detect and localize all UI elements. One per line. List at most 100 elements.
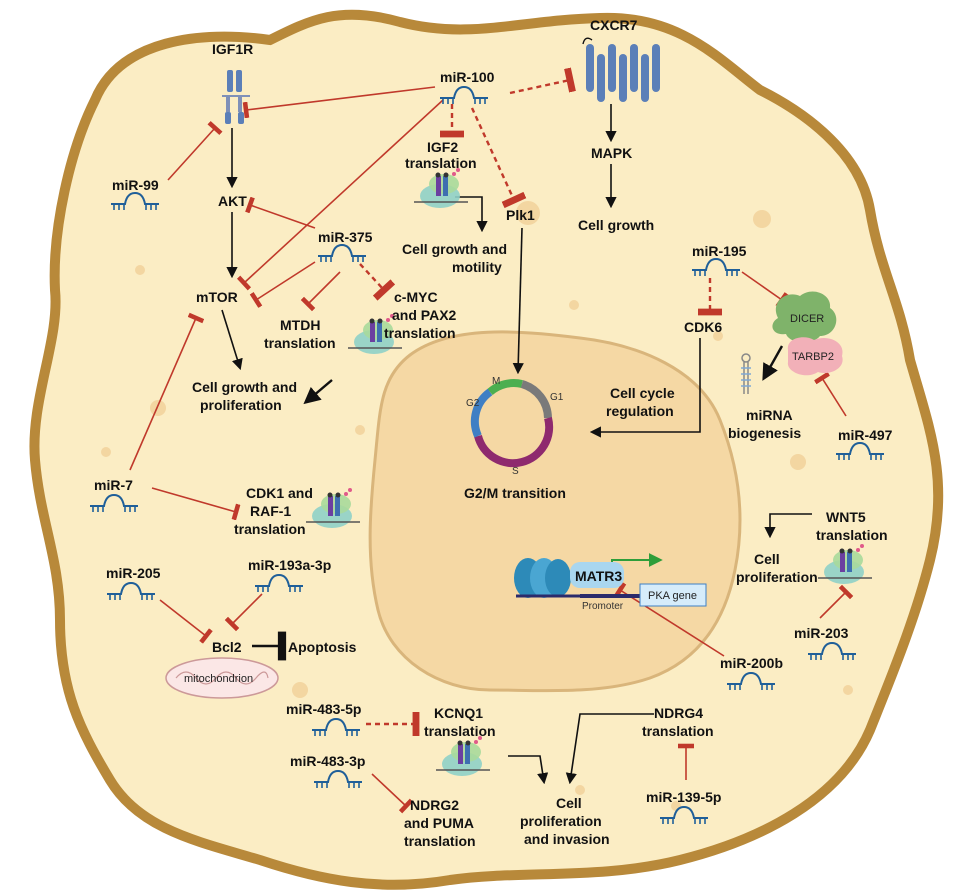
mirna-bio-l2: biogenesis: [728, 425, 801, 441]
edge-mtor-growth: [221, 309, 243, 371]
igf1r-receptor-icon: [222, 70, 250, 124]
cell-prolif-l1: Cell: [754, 551, 780, 567]
cytoplasm-vesicles: [101, 201, 853, 811]
matr3-label: MATR3: [575, 568, 622, 584]
edge-mir375-mtdh: [300, 271, 341, 312]
edge-kcnq1-prolif: [508, 755, 549, 785]
kcnq1-node-l1: KCNQ1: [434, 705, 483, 721]
mir7-label: miR-7: [94, 477, 133, 493]
edge-plk1-g2m: [512, 227, 524, 375]
growth-motility-l1: Cell growth and: [402, 241, 507, 257]
mir483-5p-label: miR-483-5p: [286, 701, 361, 717]
ndrg4-node-l1: NDRG4: [654, 705, 703, 721]
edges: [129, 67, 854, 814]
edge-mir375-akt: [245, 196, 316, 229]
tarbp2-label: TARBP2: [792, 351, 834, 363]
wnt5-node-l2: translation: [816, 527, 888, 543]
edge-ndrg4-prolif: [565, 713, 654, 785]
plk1-node: Plk1: [506, 207, 535, 223]
phase-m-label: M: [492, 376, 500, 387]
cell-cycle-l2: regulation: [606, 403, 674, 419]
igf2-node-l1: IGF2: [427, 139, 458, 155]
growth-motility-l2: motility: [452, 259, 502, 275]
mir375-label: miR-375: [318, 229, 373, 245]
matr3-protein-icon: [570, 562, 624, 588]
edge-mir100-igf1r: [242, 86, 436, 119]
mir497-label: miR-497: [838, 427, 893, 443]
phase-s-label: S: [512, 466, 519, 477]
edge-mir195-dicer: [741, 271, 789, 308]
ndrg2-node-l1: NDRG2: [410, 797, 459, 813]
mir205-label: miR-205: [106, 565, 161, 581]
mtor-node: mTOR: [196, 289, 238, 305]
edge-mir100-plk1: [470, 107, 527, 209]
cmyc-node-l1: c-MYC: [394, 289, 438, 305]
mir100-label: miR-100: [440, 69, 495, 85]
dicer-label: DICER: [790, 313, 824, 325]
mir203-label: miR-203: [794, 625, 849, 641]
mir200b-label: miR-200b: [720, 655, 783, 671]
phase-m-arc: [487, 379, 523, 396]
ndrg2-node-l3: translation: [404, 833, 476, 849]
mir195-label: miR-195: [692, 243, 747, 259]
phase-g2-label: G2: [466, 398, 480, 409]
mir139-label: miR-139-5p: [646, 789, 721, 805]
kcnq1-node-l2: translation: [424, 723, 496, 739]
prolif-inv-l3: and invasion: [524, 831, 610, 847]
edge-mir483-3p-ndrg2: [371, 773, 414, 814]
cdk1-node-l1: CDK1 and: [246, 485, 313, 501]
dicer-protein-icon: [772, 291, 837, 343]
edge-mir100-mtor: [236, 99, 444, 291]
prolif-inv-l2: proliferation: [520, 813, 602, 829]
edge-mtdh-growth: [303, 379, 333, 405]
phase-g1-arc: [520, 380, 552, 419]
mitochondrion-label: mitochondrion: [184, 673, 253, 685]
cdk6-node: CDK6: [684, 319, 722, 335]
growth-prolif-l1: Cell growth and: [192, 379, 297, 395]
nucleus: [368, 330, 742, 693]
cell-cycle-ring: [470, 379, 554, 468]
bcl2-node: Bcl2: [212, 639, 242, 655]
ndrg2-node-l2: and PUMA: [404, 815, 474, 831]
cxcr7-receptor-icon: [582, 37, 660, 102]
mir99-label: miR-99: [112, 177, 159, 193]
igf1r-label: IGF1R: [212, 41, 253, 57]
edge-mir193a-bcl2: [224, 593, 263, 632]
prolif-inv-l1: Cell: [556, 795, 582, 811]
apoptosis-node: Apoptosis: [288, 639, 357, 655]
tarbp2-protein-icon: [787, 337, 843, 376]
mitochondrion-icon: [165, 657, 279, 699]
growth-prolif-l2: proliferation: [200, 397, 282, 413]
mir483-3p-label: miR-483-3p: [290, 753, 365, 769]
promoter-region: [580, 594, 640, 598]
edge-mir100-cxcr7: [509, 67, 576, 95]
nucleosome-icon: [514, 558, 600, 598]
mir193a-label: miR-193a-3p: [248, 557, 331, 573]
phase-g1-label: G1: [550, 392, 564, 403]
pka-gene-box: [639, 583, 707, 607]
edge-mir7-mtor: [129, 312, 205, 471]
wnt5-node-l1: WNT5: [826, 509, 866, 525]
edge-mir497-tarbp2: [814, 371, 847, 417]
cdk1-node-l2: RAF-1: [250, 503, 291, 519]
edge-mir375-mtor: [249, 261, 316, 308]
igf2-node-l2: translation: [405, 155, 477, 171]
edge-igf2-growth: [455, 196, 488, 233]
mapk-node: MAPK: [591, 145, 632, 161]
phase-g2-arc: [470, 388, 493, 438]
promoter-label: Promoter: [582, 601, 624, 612]
edge-mir375-cmyc: [359, 263, 396, 301]
edge-mir99-igf1r: [167, 120, 223, 181]
pka-gene-label: PKA gene: [648, 590, 697, 602]
mtdh-node-l2: translation: [264, 335, 336, 351]
pre-mirna-icon: [741, 353, 751, 394]
edge-mir7-cdk1: [151, 487, 241, 521]
akt-node: AKT: [218, 193, 247, 209]
mtdh-node-l1: MTDH: [280, 317, 320, 333]
edge-mir205-bcl2: [159, 599, 213, 644]
edge-cdk6-cellcycle: [589, 338, 701, 438]
cxcr7-label: CXCR7: [590, 17, 638, 33]
edge-mir200b-matr3: [613, 582, 725, 657]
